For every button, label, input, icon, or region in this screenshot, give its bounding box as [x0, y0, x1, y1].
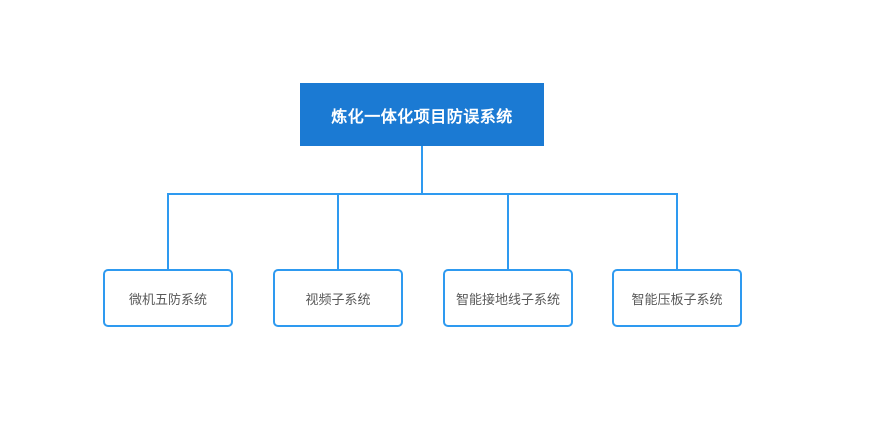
child-node-label: 视频子系统 [305, 291, 371, 307]
diagram-node-pressure-plate-subsystem[interactable]: 智能压板子系统 [612, 269, 742, 327]
child-node-label: 微机五防系统 [128, 291, 207, 307]
diagram-node-root[interactable]: 炼化一体化项目防误系统 [300, 83, 544, 146]
diagram-node-grounding-wire-subsystem[interactable]: 智能接地线子系统 [443, 269, 573, 327]
root-node-label: 炼化一体化项目防误系统 [331, 108, 513, 126]
diagram-node-wuji-wufang[interactable]: 微机五防系统 [103, 269, 233, 327]
diagram-node-video-subsystem[interactable]: 视频子系统 [273, 269, 403, 327]
child-node-label: 智能压板子系统 [631, 291, 723, 307]
child-node-label: 智能接地线子系统 [455, 291, 560, 307]
